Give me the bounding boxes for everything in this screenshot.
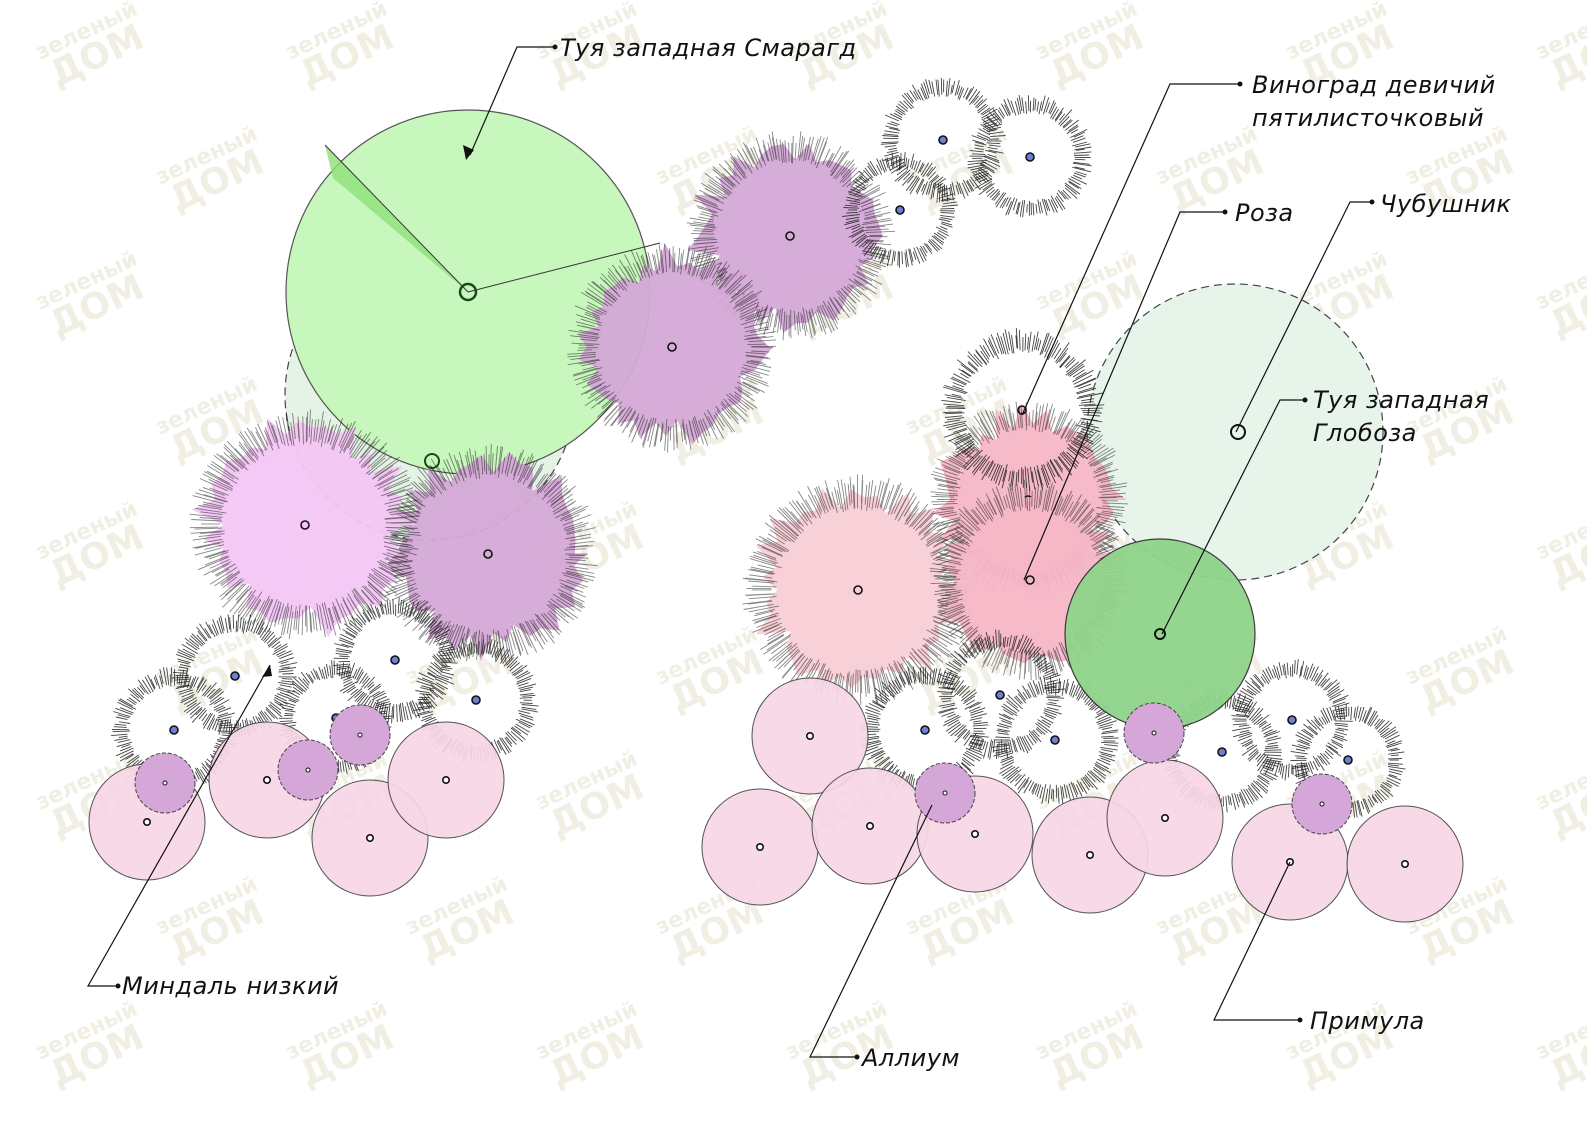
label-parthenocissus-2: пятилисточковый <box>1252 104 1484 132</box>
label-almond: Миндаль низкий <box>122 972 339 1000</box>
allium-plant <box>329 704 391 766</box>
label-thuja-smaragd: Туя западная Смарагд <box>560 34 857 62</box>
white-shrub <box>842 151 959 268</box>
leader-almond <box>86 664 271 987</box>
label-thuja-globosa-1: Туя западная <box>1313 386 1489 414</box>
allium-plant <box>914 762 976 824</box>
arrow-head <box>262 665 272 677</box>
label-primula: Примула <box>1310 1007 1425 1035</box>
thuja-smaragd-center <box>458 282 478 302</box>
primula-plant <box>811 767 929 885</box>
allium-plant <box>1291 773 1353 835</box>
white-shrub <box>1231 659 1353 781</box>
primula-plant <box>751 677 869 795</box>
lilac-shrub <box>567 243 777 453</box>
light-pink-shrub <box>189 409 421 640</box>
allium-plant <box>277 739 339 801</box>
labels: Туя западная Смарагд Виноград девичий пя… <box>122 34 1511 1072</box>
groundcover-layer <box>88 677 1464 923</box>
leaders <box>86 44 1375 1060</box>
label-rose: Роза <box>1235 199 1294 227</box>
thuja-globosa-center <box>1154 628 1166 640</box>
thuja-globosa-ghost-center <box>1230 424 1246 440</box>
leader-dot <box>1297 1017 1303 1023</box>
leader-dot <box>115 983 121 989</box>
white-shrub <box>967 95 1092 218</box>
leader-parthenocissus <box>1021 83 1240 416</box>
leader-dot <box>854 1054 860 1060</box>
leader-dot <box>1369 199 1375 205</box>
leader-rose <box>1023 211 1225 581</box>
label-allium: Аллиум <box>860 1044 960 1072</box>
leader-dot <box>1222 209 1228 215</box>
label-parthenocissus-1: Виноград девичий <box>1252 71 1496 99</box>
leader-thuja-globosa <box>1161 399 1305 635</box>
primula-plant <box>701 788 819 906</box>
thuja-globosa-ghost <box>1086 283 1384 581</box>
primula-plant <box>1106 759 1224 877</box>
lilac-shrub <box>380 444 598 664</box>
leader-primula <box>1213 861 1300 1021</box>
sun-ray-1 <box>324 144 469 293</box>
leader-dot <box>1302 397 1308 403</box>
allium-plant <box>1123 702 1185 764</box>
label-philadelphus: Чубушник <box>1380 190 1511 218</box>
label-thuja-globosa-2: Глобоза <box>1313 419 1417 447</box>
white-shrub <box>171 614 298 737</box>
leader-dot <box>1237 81 1243 87</box>
white-shrub <box>937 629 1065 760</box>
white-shrub <box>991 675 1119 805</box>
leader-allium <box>809 804 933 1058</box>
primula-plant <box>387 721 505 839</box>
leader-dot <box>552 44 558 50</box>
primula-plant <box>1346 805 1464 923</box>
sun-ray-2 <box>467 242 661 293</box>
leader-philadelphus <box>1235 201 1372 433</box>
arrow-head <box>463 145 474 160</box>
allium-plant <box>134 752 196 814</box>
leader-thuja-smaragd <box>469 46 555 156</box>
